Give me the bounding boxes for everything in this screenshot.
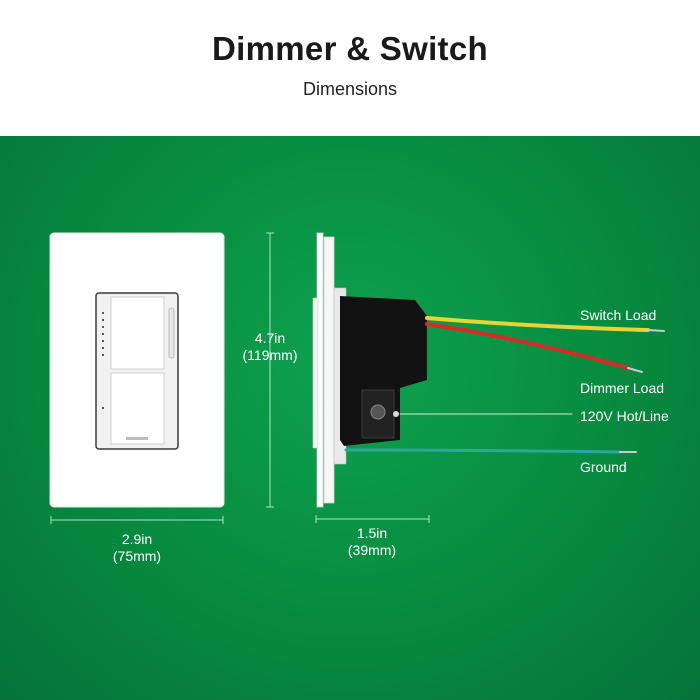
switch-paddle [110,372,165,445]
wires [344,316,665,454]
page-subtitle: Dimensions [302,79,398,99]
dimension-lines [50,232,430,524]
depth-inches: 1.5in [356,525,388,541]
brand-mark [126,437,148,440]
depth-mm: (39mm) [347,542,397,558]
height-mm: (119mm) [242,347,298,363]
paddle-side [312,297,319,449]
side-view [312,232,427,508]
faceplate-side-inner [323,236,335,504]
terminal-screw [370,404,386,420]
header: Dimmer & Switch Dimensions [0,0,700,136]
front-view [49,232,225,508]
ground-wire [344,448,622,454]
width-mm: (75mm) [112,548,162,564]
hot-line-terminal [393,411,399,417]
dimmer-load-wire [425,322,630,370]
width-inches: 2.9in [121,531,153,547]
height-inches: 4.7in [254,330,286,346]
switch-load-wire [425,316,650,332]
height-label: 4.7in (119mm) [236,330,304,364]
ground-label: Ground [580,459,627,475]
dimmer-load-wire-tip [627,367,643,373]
dimmer-load-label: Dimmer Load [580,380,665,396]
dimmer-slider [168,307,175,359]
page-title: Dimmer & Switch [212,30,488,67]
switch-load-wire-tip [647,329,665,332]
dimmer-paddle [110,296,165,370]
hot-line-label: 120V Hot/Line [580,408,669,424]
depth-label: 1.5in (39mm) [335,525,409,559]
width-label: 2.9in (75mm) [100,531,174,565]
led-indicators [102,312,104,409]
switch-load-label: Switch Load [580,307,657,323]
